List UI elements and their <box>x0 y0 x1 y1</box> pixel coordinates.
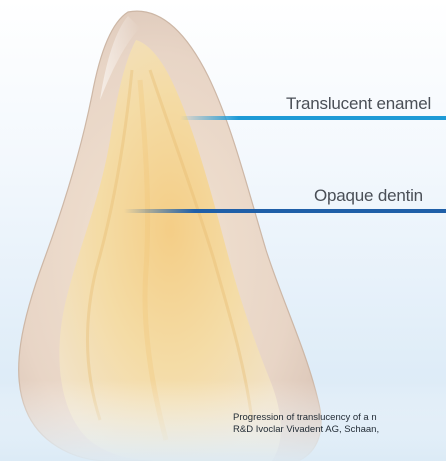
caption-line-2: R&D Ivoclar Vivadent AG, Schaan, <box>233 424 446 436</box>
dentin-label: Opaque dentin <box>314 186 423 206</box>
enamel-label: Translucent enamel <box>286 94 431 114</box>
enamel-leader-line <box>180 116 446 120</box>
dentin-leader-line <box>124 209 446 213</box>
figure-caption: Progression of translucency of a n R&D I… <box>233 412 446 436</box>
caption-line-1: Progression of translucency of a n <box>233 412 446 424</box>
